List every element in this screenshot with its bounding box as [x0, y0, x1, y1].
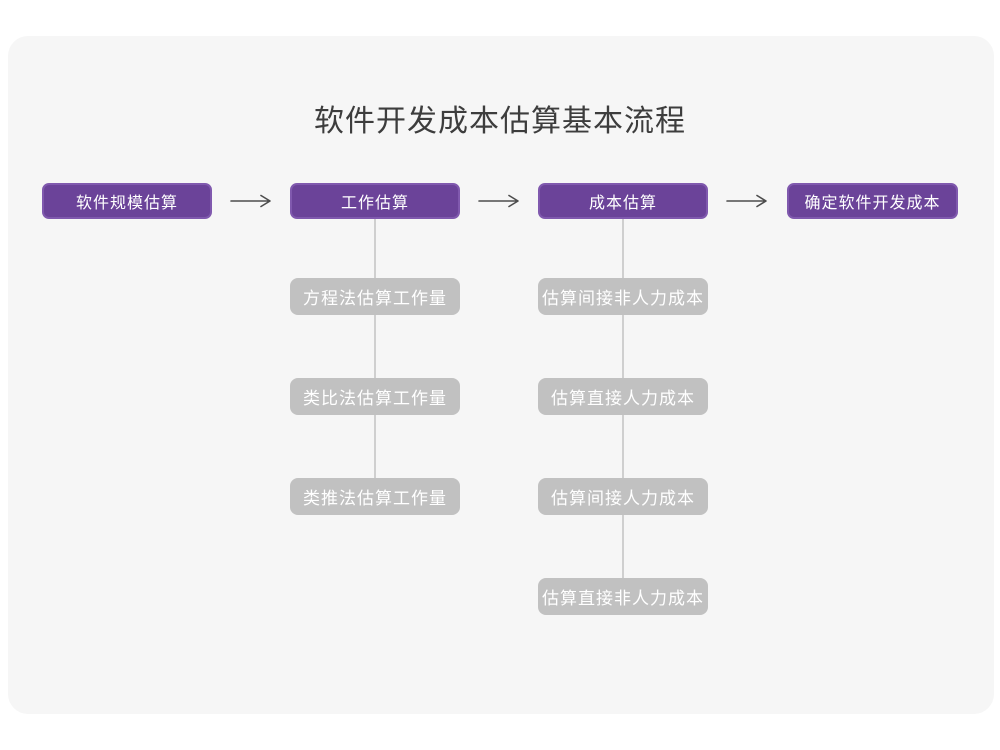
sub-node-direct-non-labor-cost: 估算直接非人力成本	[538, 578, 708, 615]
sub-node-label: 估算直接非人力成本	[542, 589, 704, 608]
stage-node-cost-estimation: 成本估算	[538, 183, 708, 219]
sub-node-label: 方程法估算工作量	[303, 289, 447, 308]
sub-node-label: 类推法估算工作量	[303, 489, 447, 508]
sub-node-label: 估算直接人力成本	[551, 389, 695, 408]
sub-node-analogy-method: 类比法估算工作量	[290, 378, 460, 415]
stage-label: 成本估算	[588, 195, 657, 212]
stage-label: 工作估算	[340, 195, 409, 212]
sub-node-direct-labor-cost: 估算直接人力成本	[538, 378, 708, 415]
stage-node-software-scale-estimation: 软件规模估算	[42, 183, 212, 219]
sub-node-label: 类比法估算工作量	[303, 389, 447, 408]
stage-label: 确定软件开发成本	[804, 195, 941, 212]
diagram-canvas	[8, 36, 994, 714]
stage-label: 软件规模估算	[75, 195, 178, 212]
arrow-right-icon	[726, 194, 767, 208]
sub-node-indirect-labor-cost: 估算间接人力成本	[538, 478, 708, 515]
arrow-right-icon	[478, 194, 519, 208]
stage-node-determine-dev-cost: 确定软件开发成本	[787, 183, 958, 219]
connector-line-work-estimation	[374, 219, 376, 497]
sub-node-equation-method: 方程法估算工作量	[290, 278, 460, 315]
sub-node-label: 估算间接非人力成本	[542, 289, 704, 308]
sub-node-extrapolation-method: 类推法估算工作量	[290, 478, 460, 515]
sub-node-indirect-non-labor-cost: 估算间接非人力成本	[538, 278, 708, 315]
stage-node-work-estimation: 工作估算	[290, 183, 460, 219]
arrow-right-icon	[230, 194, 271, 208]
diagram-title: 软件开发成本估算基本流程	[314, 105, 686, 138]
sub-node-label: 估算间接人力成本	[551, 489, 695, 508]
